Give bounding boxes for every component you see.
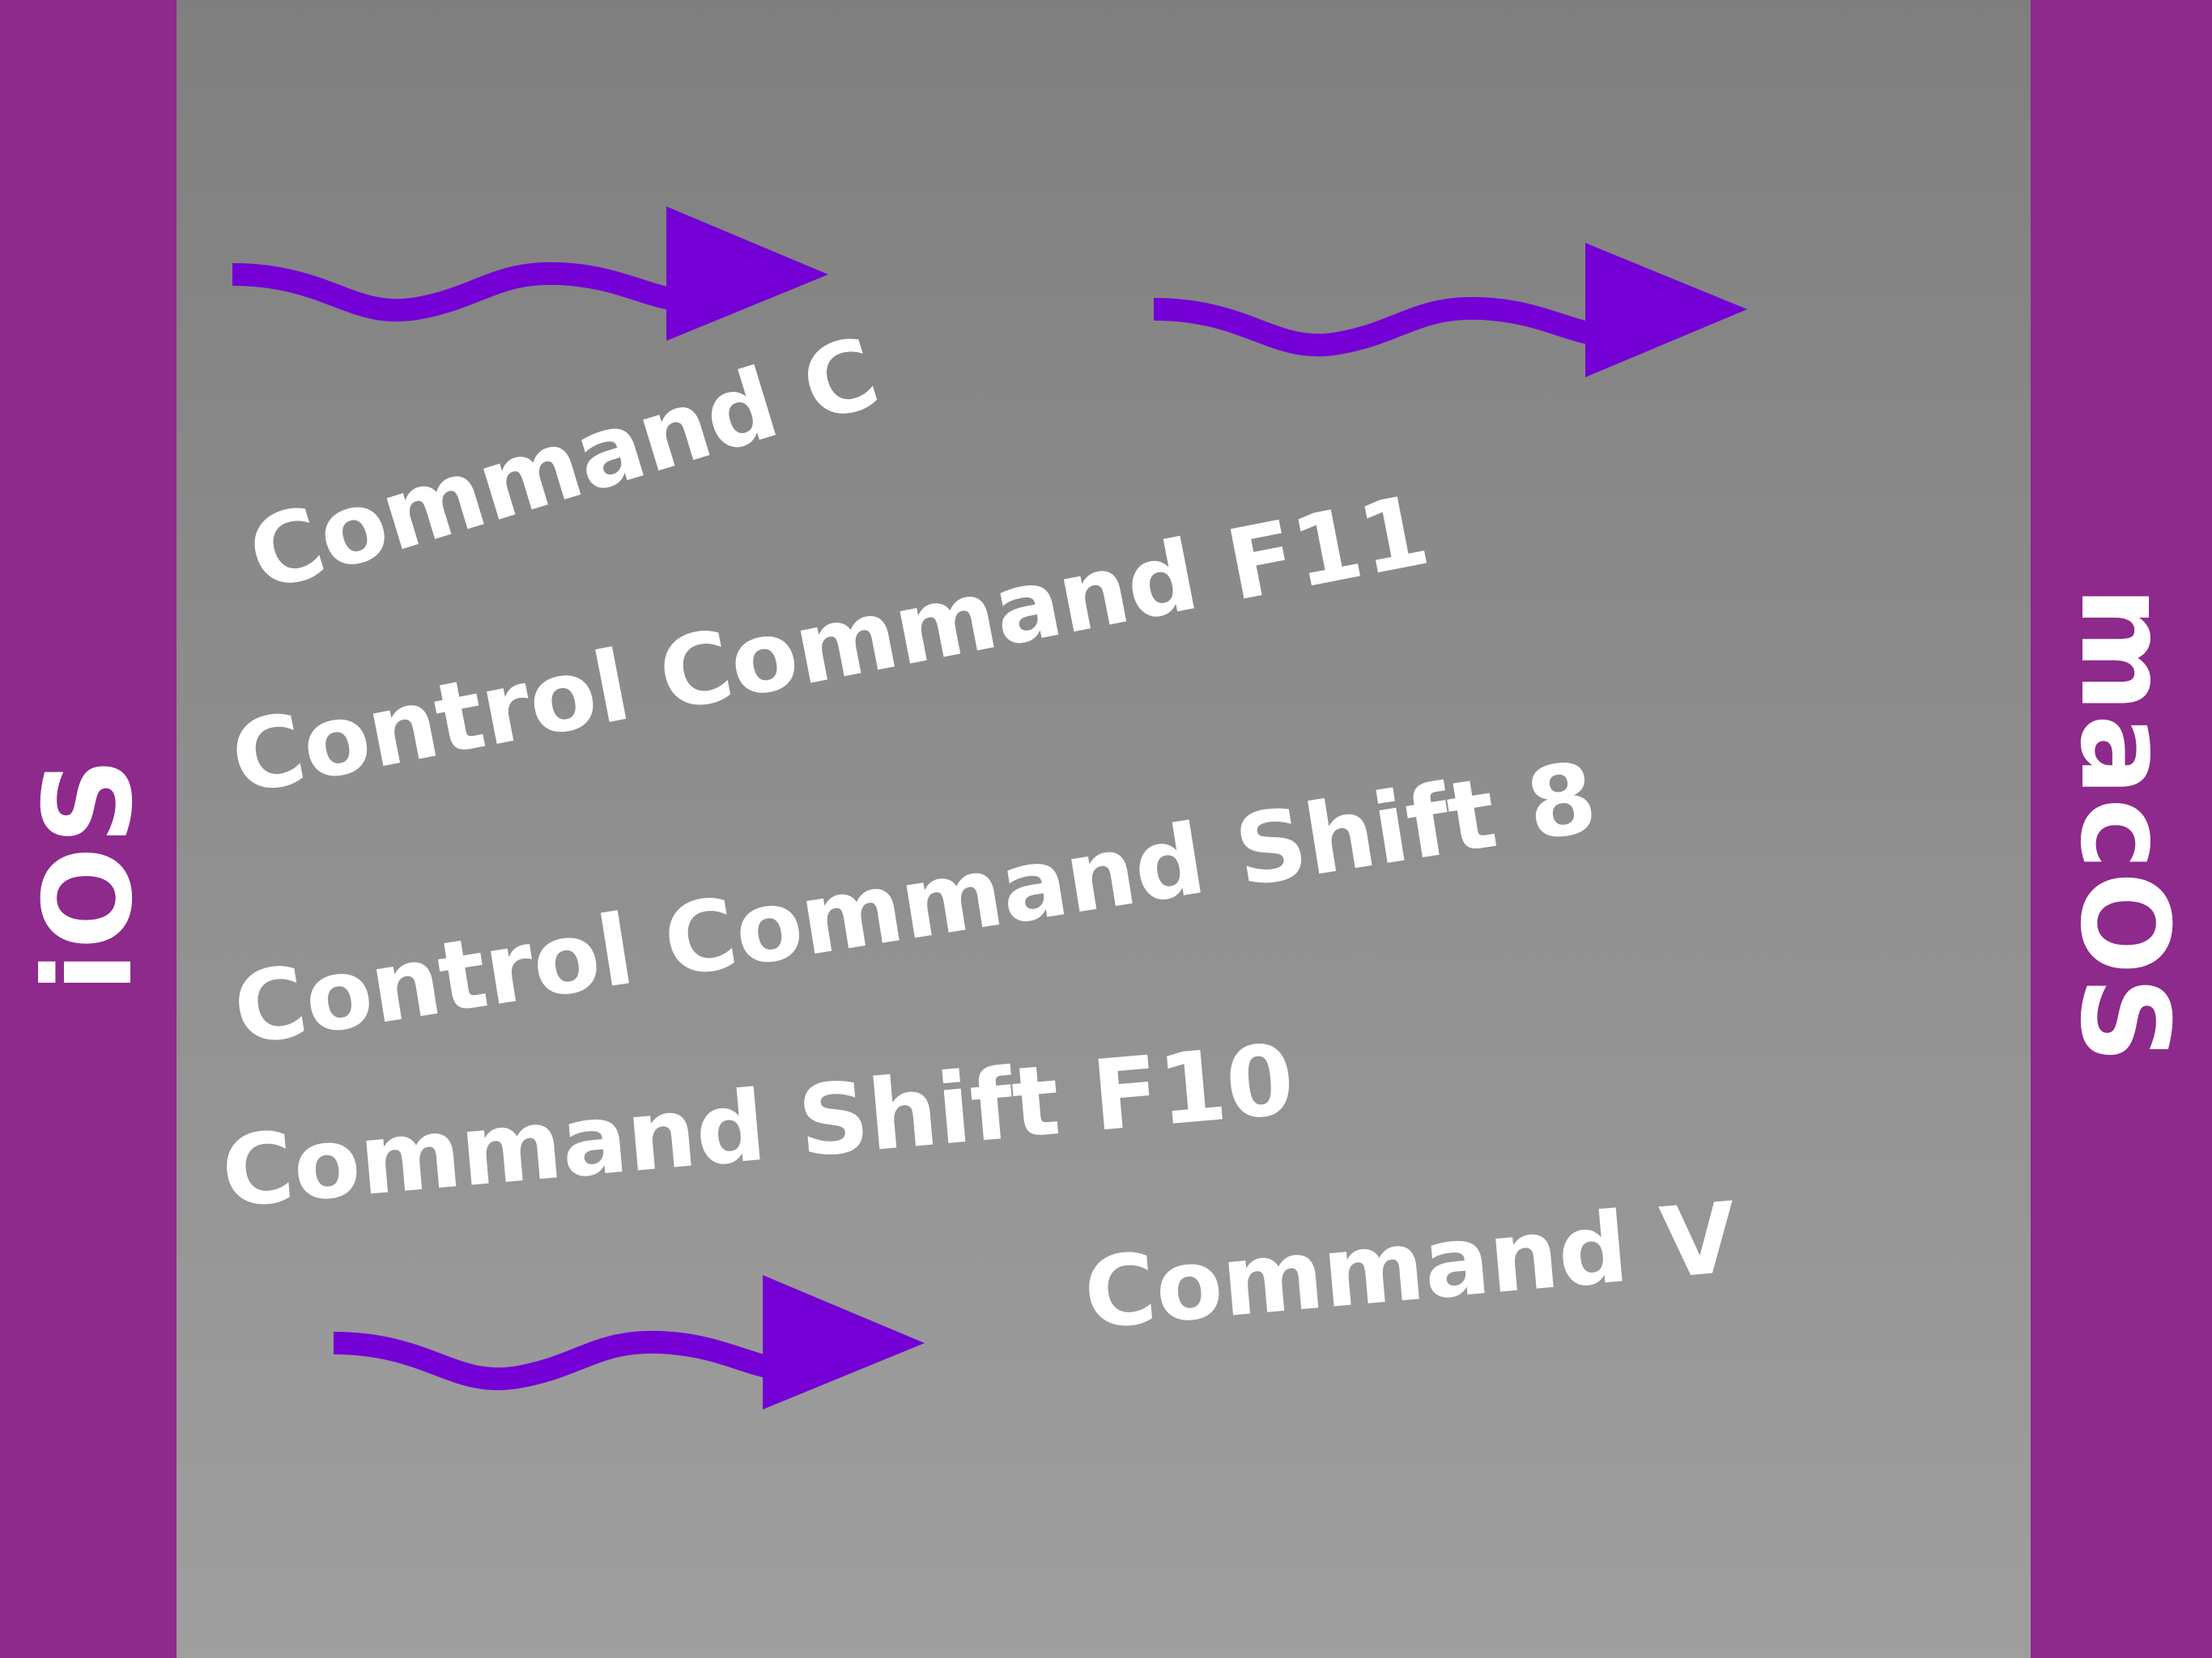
wavy-arrow-right-icon bbox=[1153, 243, 1747, 377]
ios-label: iOS bbox=[19, 755, 160, 993]
macos-label: macOS bbox=[2053, 586, 2194, 1065]
wavy-arrow-right-icon bbox=[333, 1275, 925, 1409]
wavy-arrow-right-icon bbox=[232, 206, 828, 341]
